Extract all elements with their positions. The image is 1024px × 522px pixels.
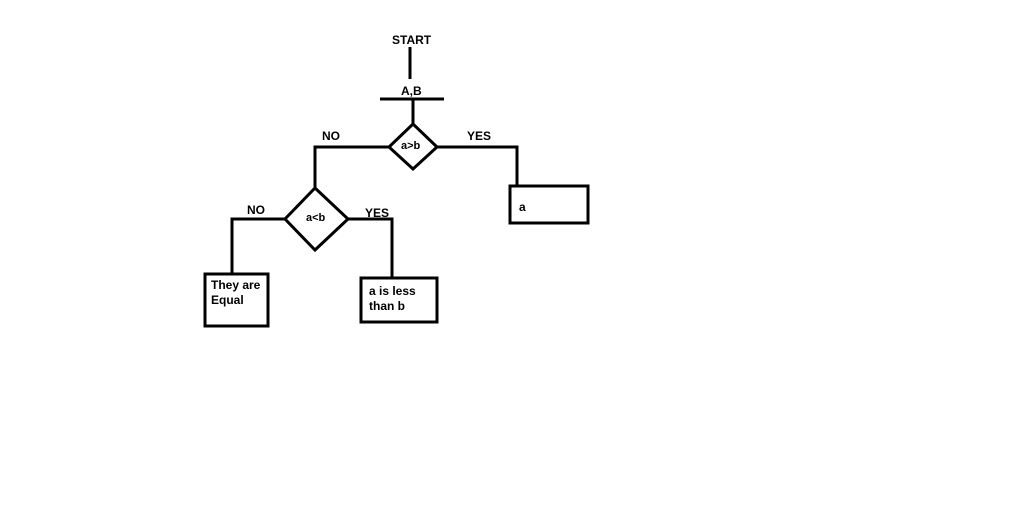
decision-2-label: a<b [306, 212, 326, 224]
decision-1-no-label: NO [322, 129, 340, 143]
output-less-box [359, 276, 439, 324]
decision-1-yes-label: YES [467, 129, 492, 143]
output-equal-label: They are Equal [211, 278, 261, 307]
decision-2-no-label: NO [247, 203, 265, 217]
output-a-label: a [519, 200, 526, 214]
decision-1-diamond [386, 121, 440, 172]
start-label: START [392, 33, 432, 47]
decision-2-yes-branch [348, 217, 394, 278]
decision-2-diamond [282, 185, 351, 253]
decision-2-no-branch [230, 217, 285, 274]
decision-1-label: a>b [401, 140, 421, 152]
output-a-box [508, 184, 590, 225]
input-label: A,B [401, 84, 422, 98]
decision-1-no-branch [313, 145, 389, 188]
output-equal-box [203, 272, 270, 328]
output-less-label: a is less than b [369, 284, 416, 313]
decision-2-yes-label: YES [365, 206, 390, 220]
decision-1-yes-branch [437, 145, 519, 186]
